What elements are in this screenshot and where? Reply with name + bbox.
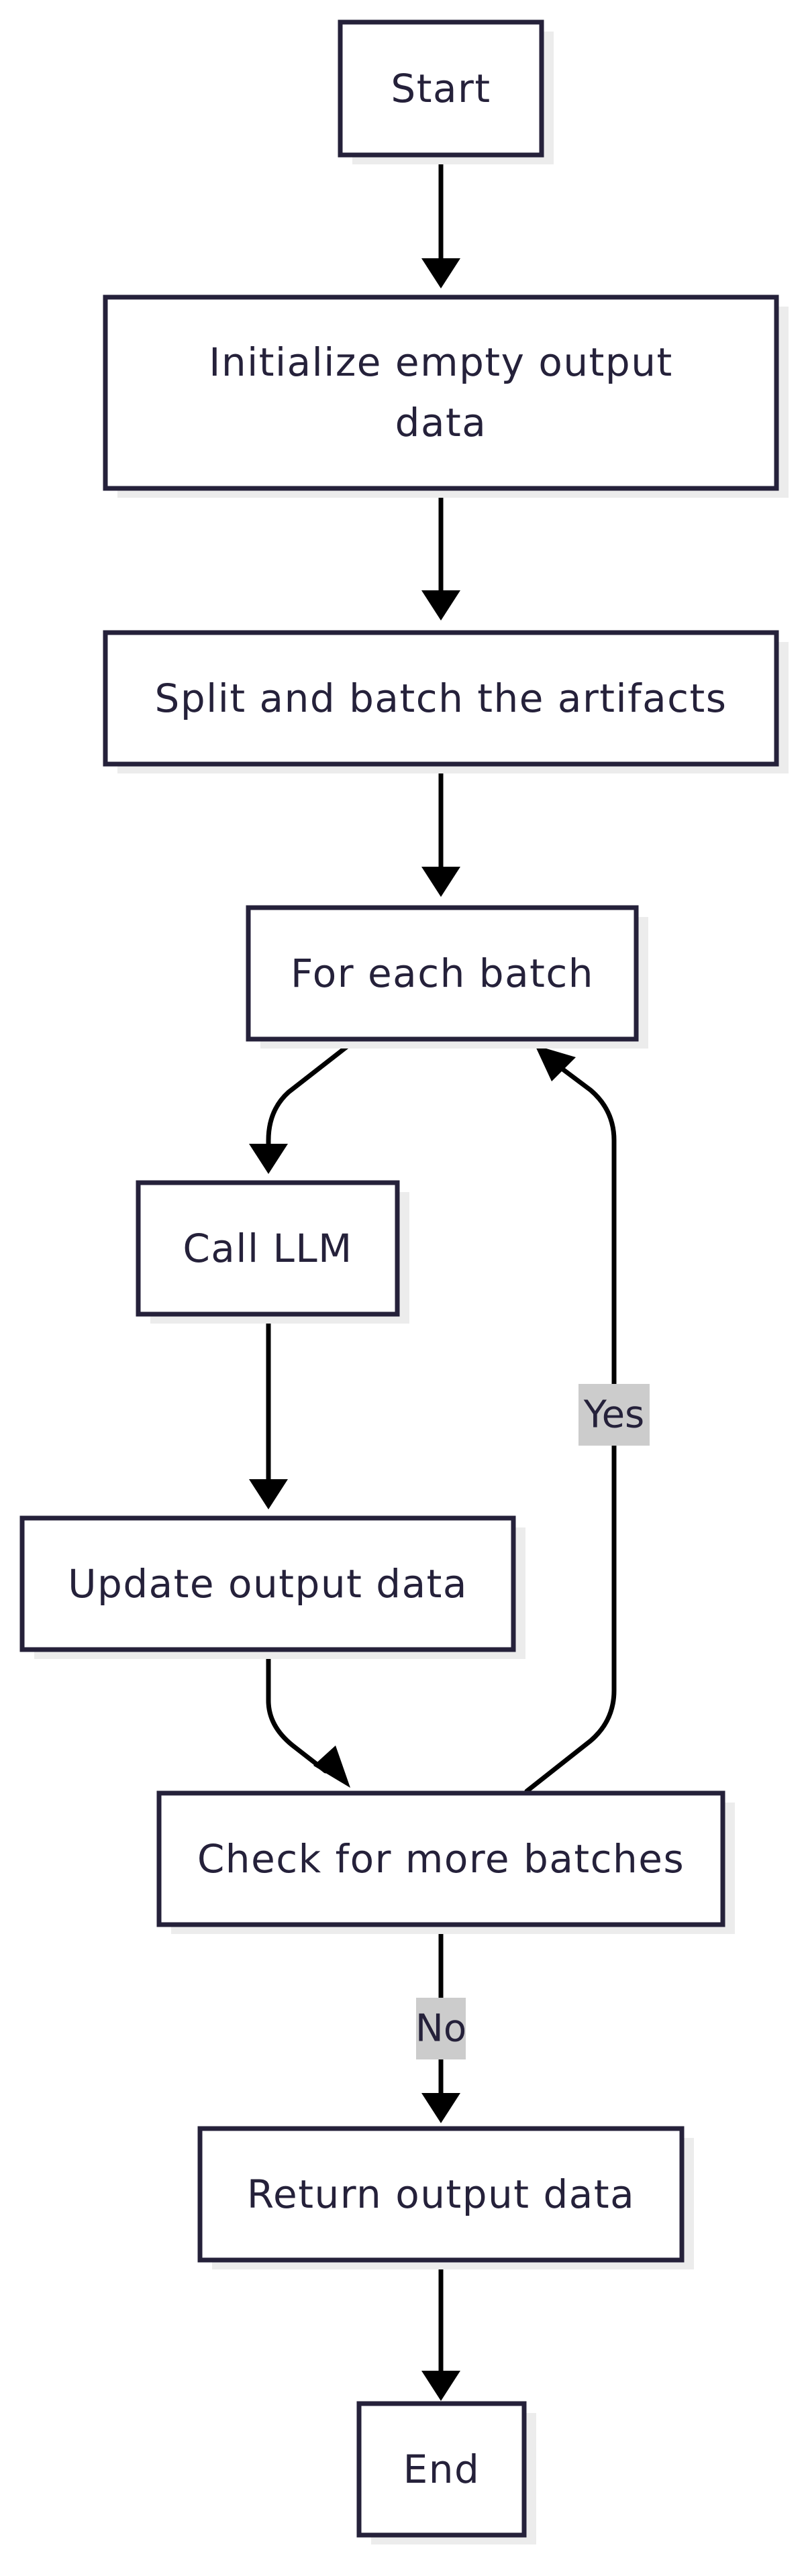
node-return-output: Return output data	[197, 2126, 694, 2269]
node-split: Split and batch the artifacts	[103, 630, 789, 773]
node-call-llm-label: Call LLM	[183, 1226, 352, 1271]
node-update-output: Update output data	[19, 1515, 525, 1659]
arrowhead-call	[249, 1144, 288, 1174]
edge-label-no-text: No	[415, 2007, 466, 2051]
node-call-llm-box	[136, 1180, 400, 1317]
node-check-more-batches-label: Check for more batches	[197, 1836, 685, 1882]
node-start: Start	[338, 19, 554, 164]
node-initialize-box	[103, 294, 779, 491]
node-return-output-box	[197, 2126, 685, 2263]
edge-foreach-to-call	[266, 1037, 358, 1151]
edges	[249, 153, 617, 2401]
arrowhead-update	[249, 1479, 288, 1509]
node-return-output-label: Return output data	[247, 2171, 635, 2217]
arrowhead-check	[313, 1746, 350, 1788]
node-update-output-label: Update output data	[68, 1561, 468, 1607]
edge-label-no-bg	[416, 1998, 466, 2059]
node-start-label: Start	[391, 66, 491, 111]
node-end-box	[356, 2401, 527, 2538]
edge-label-yes-text: Yes	[583, 1393, 644, 1437]
node-for-each-batch-label: For each batch	[291, 951, 594, 996]
arrowhead-foreach	[421, 867, 460, 897]
arrowhead-foreach-loop	[535, 1045, 576, 1081]
node-call-llm: Call LLM	[136, 1180, 409, 1324]
node-initialize-label-line2: data	[395, 400, 487, 445]
node-split-box	[103, 630, 779, 767]
node-check-more-batches-box	[156, 1790, 725, 1927]
arrowhead-end	[421, 2371, 460, 2401]
arrowhead-split	[421, 590, 460, 621]
edge-label-yes: Yes	[578, 1384, 650, 1446]
edge-label-yes-bg	[578, 1384, 650, 1446]
node-for-each-batch: For each batch	[246, 905, 648, 1049]
arrowhead-init	[421, 258, 460, 288]
node-start-box	[338, 19, 544, 158]
edge-update-to-check	[266, 1648, 328, 1774]
arrowhead-return	[421, 2093, 460, 2123]
node-end: End	[356, 2401, 536, 2544]
edge-label-no: No	[415, 1998, 466, 2059]
node-update-output-box	[19, 1515, 516, 1652]
node-check-more-batches: Check for more batches	[156, 1790, 735, 1934]
node-split-label: Split and batch the artifacts	[155, 676, 727, 721]
node-for-each-batch-box	[246, 905, 639, 1042]
node-end-label: End	[403, 2447, 481, 2492]
node-initialize: Initialize empty output data	[103, 294, 789, 498]
node-initialize-label-line1: Initialize empty output	[209, 339, 672, 385]
